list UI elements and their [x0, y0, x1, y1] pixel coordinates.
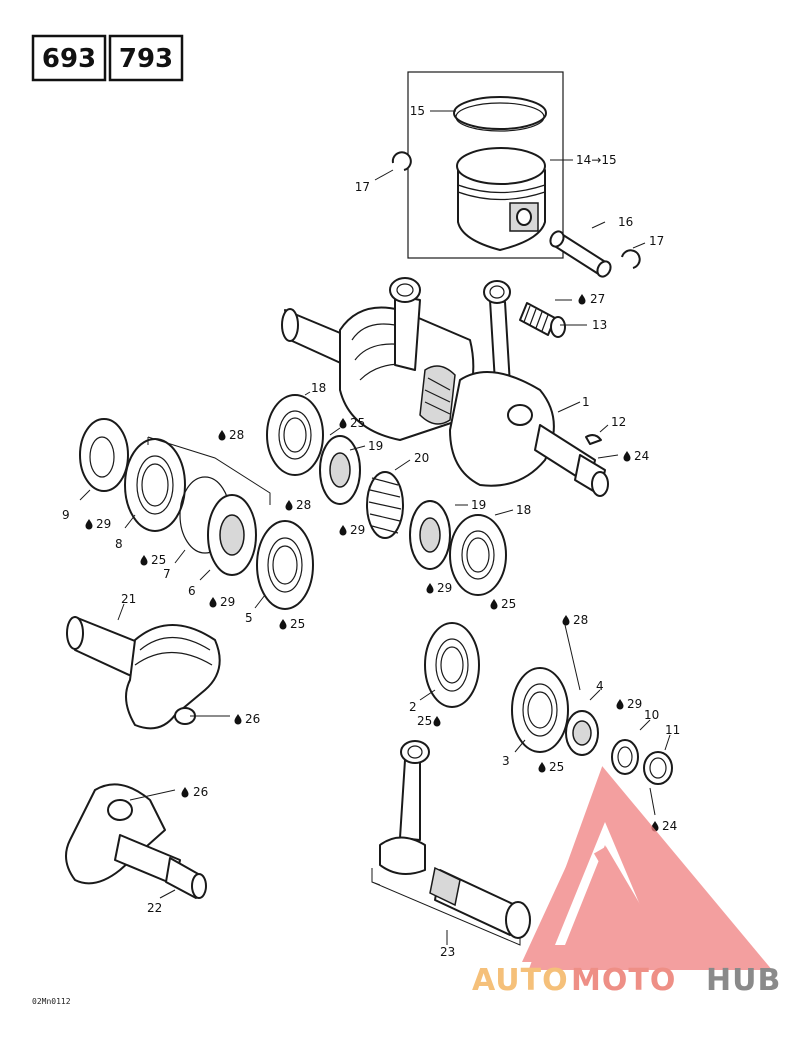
callout-25d: 25	[290, 617, 305, 631]
watermark-text-moto: MOTO	[571, 963, 676, 998]
callout-3: 3	[502, 754, 510, 768]
lower-bearing-stack	[424, 622, 673, 785]
callout-17b: 17	[649, 234, 664, 248]
model-badge-793: 793	[108, 34, 184, 82]
callout-23: 23	[440, 945, 455, 959]
callout-27: 27	[590, 292, 605, 306]
callout-labels: 15 17 14→15 16 17 27 13 18 1 12 28 25 19…	[62, 104, 680, 959]
callout-15: 15	[410, 104, 425, 118]
callout-20: 20	[414, 451, 429, 465]
callout-19a: 19	[368, 439, 383, 453]
callout-1: 1	[582, 395, 590, 409]
nut-11	[643, 751, 673, 785]
callout-22: 22	[147, 901, 162, 915]
callout-18b: 18	[516, 503, 531, 517]
callout-24b: 24	[662, 819, 677, 833]
callout-28a: 28	[229, 428, 244, 442]
callout-28b: 28	[296, 498, 311, 512]
callout-18a: 18	[311, 381, 326, 395]
callout-19b: 19	[471, 498, 486, 512]
ball-bearing-18b	[449, 514, 507, 596]
callout-4: 4	[596, 679, 604, 693]
model-badge-693: 693	[31, 34, 107, 82]
callout-29e: 29	[627, 697, 642, 711]
callout-2: 2	[409, 700, 417, 714]
gear-20	[366, 471, 404, 539]
callout-12: 12	[611, 415, 626, 429]
callout-25f: 25	[549, 760, 564, 774]
callout-29d: 29	[437, 581, 452, 595]
callout-29a: 29	[96, 517, 111, 531]
ball-bearing-8	[124, 438, 186, 532]
callout-26a: 26	[245, 712, 260, 726]
callout-13: 13	[592, 318, 607, 332]
watermark-text: AUTO MOTO HUB	[472, 963, 781, 998]
callout-8: 8	[115, 537, 123, 551]
ball-bearing-3	[511, 667, 569, 753]
callout-29c: 29	[220, 595, 235, 609]
woodruff-key	[585, 434, 602, 445]
connecting-rod-assembly-23	[371, 740, 531, 946]
callout-26b: 26	[193, 785, 208, 799]
callout-5: 5	[245, 611, 253, 625]
piston	[456, 147, 546, 251]
half-crankshaft-21	[66, 616, 221, 730]
model-693-label: 693	[42, 44, 96, 74]
callout-17a: 17	[355, 180, 370, 194]
callout-28c: 28	[573, 613, 588, 627]
model-793-label: 793	[119, 44, 173, 74]
needle-bearing	[519, 302, 566, 338]
ball-bearing-5	[256, 520, 314, 610]
ball-bearing-2	[424, 622, 480, 708]
callout-6: 6	[188, 584, 196, 598]
callout-25b: 25	[151, 553, 166, 567]
watermark-logo	[522, 766, 773, 970]
piston-ring	[453, 96, 547, 130]
center-bearing-stack	[266, 394, 507, 596]
watermark-text-auto: AUTO	[472, 963, 569, 998]
callout-25e: 25	[417, 714, 432, 728]
piston-kit-group	[391, 71, 564, 259]
callout-7: 7	[163, 567, 171, 581]
callout-21: 21	[121, 592, 136, 606]
piston-circlip-right	[621, 249, 641, 269]
left-bearing-stack	[79, 418, 314, 610]
crankshaft-assembly	[281, 277, 609, 497]
callout-9: 9	[62, 508, 70, 522]
figure-code: 02Mn0112	[32, 997, 71, 1006]
oil-seal-9	[79, 418, 129, 492]
piston-circlip-left	[391, 151, 412, 171]
leader-lines	[79, 110, 671, 945]
callout-10: 10	[644, 708, 659, 722]
callout-29b: 29	[350, 523, 365, 537]
callout-24a: 24	[634, 449, 649, 463]
ball-bearing-18a	[266, 394, 324, 476]
washer-10	[611, 739, 639, 775]
callout-25c: 25	[501, 597, 516, 611]
piston-pin	[549, 230, 612, 278]
callout-11: 11	[665, 723, 680, 737]
callout-14: 14→15	[576, 153, 617, 167]
half-crankshaft-22	[65, 783, 207, 899]
callout-25a: 25	[350, 416, 365, 430]
watermark-text-hub: HUB	[706, 963, 781, 998]
callout-16: 16	[618, 215, 633, 229]
